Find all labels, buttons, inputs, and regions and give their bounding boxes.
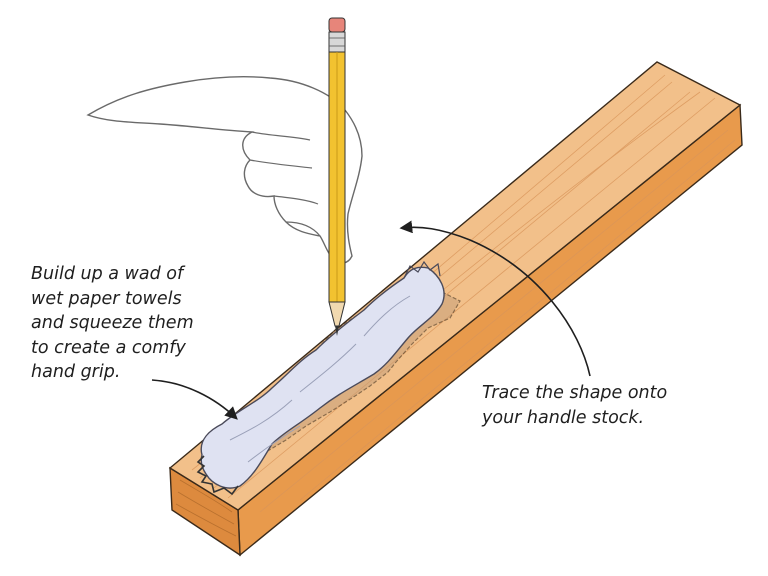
paper-towel-wad bbox=[196, 260, 445, 496]
hand-outline bbox=[86, 76, 363, 264]
end-grain bbox=[175, 479, 237, 537]
left-leader-arrow bbox=[151, 379, 238, 420]
right-leader-arrow bbox=[399, 220, 591, 377]
pencil-eraser bbox=[328, 17, 346, 33]
right-annotation: Trace the shape onto your handle stock. bbox=[482, 381, 667, 430]
left-annotation-line: wet paper towels bbox=[31, 288, 182, 309]
left-annotation-line: hand grip. bbox=[31, 362, 121, 382]
right-annotation-line: your handle stock. bbox=[482, 407, 645, 428]
towel-body bbox=[200, 266, 445, 489]
towel-torn-end bbox=[196, 455, 239, 496]
left-annotation-line: and squeeze them bbox=[31, 313, 194, 333]
towel-torn-top bbox=[403, 260, 441, 279]
hand bbox=[86, 76, 363, 264]
left-annotation: Build up a wad of wet paper towels and s… bbox=[31, 262, 194, 385]
towel-wrinkles bbox=[229, 295, 411, 463]
left-annotation-line: to create a comfy bbox=[31, 337, 186, 358]
pencil-ferrule bbox=[328, 31, 346, 53]
hand-finger-lines bbox=[249, 131, 321, 237]
pencil-lead bbox=[335, 326, 339, 336]
pencil-tip-wood bbox=[328, 301, 346, 327]
left-annotation-line: Build up a wad of bbox=[31, 264, 184, 284]
pencil bbox=[328, 17, 346, 336]
right-annotation-line: Trace the shape onto bbox=[482, 383, 668, 403]
